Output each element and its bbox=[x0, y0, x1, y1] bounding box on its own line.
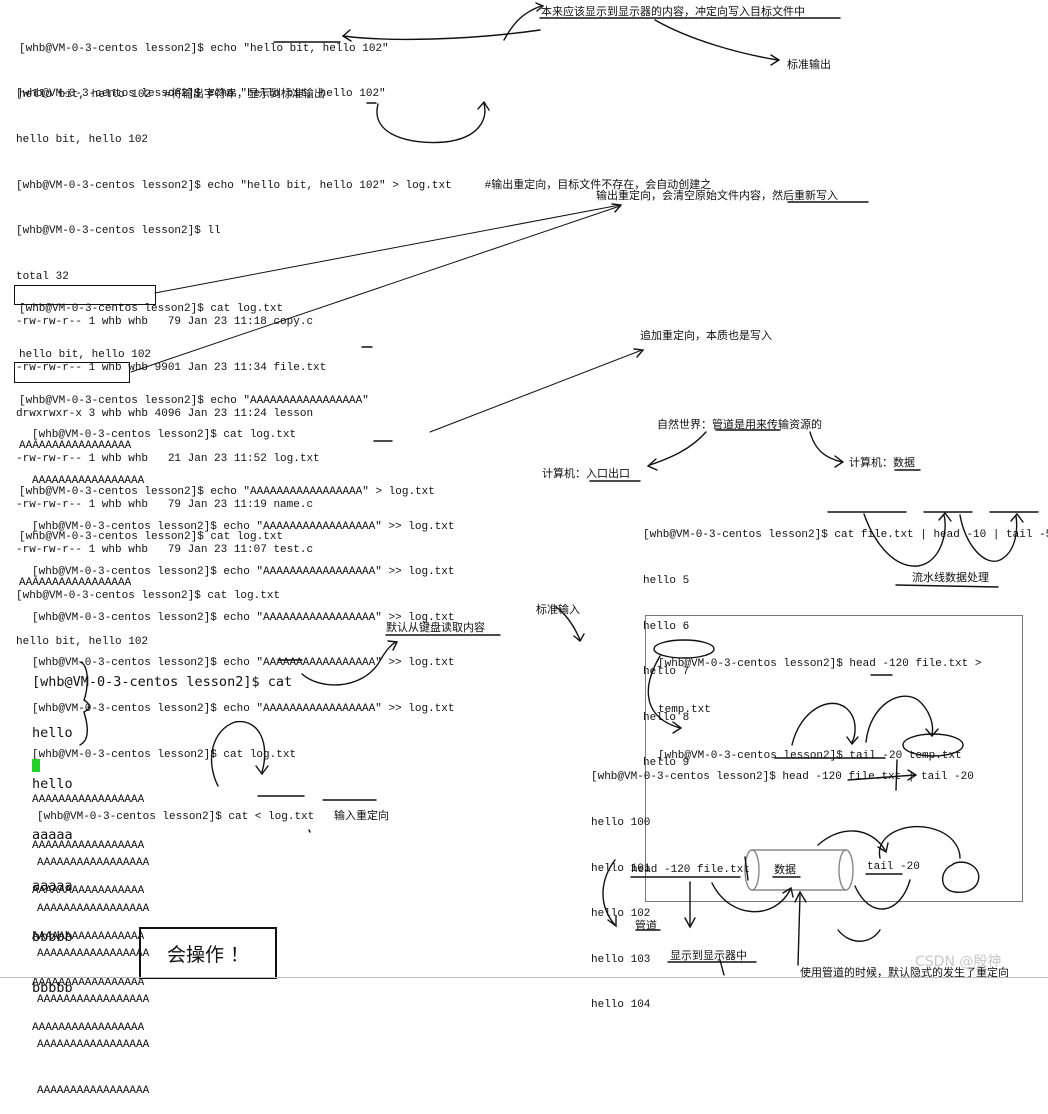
terminal-line: [whb@VM-0-3-centos lesson2]$ cat file.tx… bbox=[643, 529, 1048, 542]
note-pipe-label: 管道 bbox=[635, 919, 657, 932]
terminal-line: hello bbox=[32, 725, 73, 741]
terminal-line: [whb@VM-0-3-centos lesson2]$ echo "AAAAA… bbox=[19, 485, 435, 498]
terminal-line: [whb@VM-0-3-centos lesson2]$ ll bbox=[16, 225, 221, 238]
terminal-line: hello bit, hello 102 bbox=[16, 635, 149, 648]
terminal-line: total 32 bbox=[16, 270, 69, 283]
ink-stroke bbox=[809, 431, 843, 463]
terminal-line: [whb@VM-0-3-centos lesson2]$ echo "AAAAA… bbox=[19, 394, 369, 407]
terminal-line: [whb@VM-0-3-centos lesson2]$ echo "hello… bbox=[19, 43, 389, 56]
note-stdout: 标准输出 bbox=[787, 58, 831, 71]
terminal-line: AAAAAAAAAAAAAAAAA bbox=[32, 885, 145, 898]
terminal-line: [whb@VM-0-3-centos lesson2]$ head -120 f… bbox=[591, 771, 974, 784]
highlight-box-hello bbox=[14, 285, 156, 305]
terminal-line: [whb@VM-0-3-centos lesson2]$ cat log.txt bbox=[16, 589, 281, 602]
ink-stroke bbox=[770, 54, 781, 66]
terminal-line: [whb@VM-0-3-centos lesson2]$ echo "hello… bbox=[16, 88, 386, 101]
terminal-line: [whb@VM-0-3-centos lesson2]$ cat log.txt bbox=[32, 429, 297, 442]
terminal-line: hello bit, hello 102 bbox=[19, 349, 152, 361]
terminal-line: hello bit, hello 102 bbox=[16, 134, 149, 146]
note-keyboard: 默认从键盘读取内容 bbox=[386, 621, 485, 634]
note-computer-data: 计算机：数据 bbox=[849, 456, 915, 469]
terminal-line: [whb@VM-0-3-centos lesson2]$ echo "hello… bbox=[16, 179, 712, 192]
ink-stroke bbox=[834, 455, 845, 468]
note-display-should: 本来应该显示到显示器的内容，冲定向写入目标文件中 bbox=[541, 5, 805, 18]
terminal-line: [whb@VM-0-3-centos lesson2]$ echo "AAAAA… bbox=[32, 520, 455, 533]
terminal-line: hello bit, hello 102 #将输出字符串，显示到标准输出 bbox=[19, 89, 325, 101]
terminal-line: AAAAAAAAAAAAAAAAA bbox=[19, 440, 132, 453]
note-display: 显示到显示器中 bbox=[670, 949, 747, 962]
can-operate-label: 会操作 ！ bbox=[139, 927, 277, 979]
note-implicit-redirect: 使用管道的时候，默认隐式的发生了重定向 bbox=[800, 966, 1009, 979]
terminal-line: hello 5 bbox=[643, 575, 690, 587]
terminal-line: hello 104 bbox=[591, 999, 651, 1012]
terminal-line: AAAAAAAAAAAAAAAAA bbox=[37, 948, 150, 961]
terminal-line: AAAAAAAAAAAAAAAAA bbox=[32, 930, 145, 943]
terminal-line: [whb@VM-0-3-centos lesson2]$ cat bbox=[32, 674, 293, 690]
terminal-line: [whb@VM-0-3-centos lesson2]$ echo "AAAAA… bbox=[32, 611, 455, 624]
terminal-line: [whb@VM-0-3-centos lesson2]$ head -120 f… bbox=[658, 658, 982, 671]
terminal-line: AAAAAAAAAAAAAAAAA bbox=[37, 857, 150, 869]
terminal-block-echo: [whb@VM-0-3-centos lesson2]$ echo "hello… bbox=[19, 12, 389, 118]
note-stdin: 标准输入 bbox=[536, 603, 580, 616]
terminal-line: AAAAAAAAAAAAAAAAA bbox=[37, 902, 150, 915]
terminal-line: drwxrwxr-x 3 whb whb 4096 Jan 23 11:24 l… bbox=[16, 407, 314, 420]
ink-stroke bbox=[654, 19, 779, 61]
terminal-line: -rw-rw-r-- 1 whb whb 79 Jan 23 11:07 tes… bbox=[16, 544, 314, 557]
note-diagram-left: head -120 file.txt bbox=[631, 864, 750, 876]
csdn-watermark: CSDN @殷神 bbox=[915, 954, 1002, 970]
terminal-line: AAAAAAAAAAAAAAAAA bbox=[32, 475, 145, 487]
terminal-line: [whb@VM-0-3-centos lesson2]$ cat < log.t… bbox=[37, 811, 390, 824]
terminal-line: AAAAAAAAAAAAAAAAA bbox=[37, 993, 150, 1006]
terminal-line: [whb@VM-0-3-centos lesson2]$ cat log.txt bbox=[19, 531, 284, 544]
terminal-line: [whb@VM-0-3-centos lesson2]$ echo "AAAAA… bbox=[32, 702, 455, 715]
terminal-cursor bbox=[32, 759, 40, 772]
terminal-line: AAAAAAAAAAAAAAAAA bbox=[37, 1039, 150, 1052]
note-computer-io: 计算机：入口出口 bbox=[542, 467, 630, 480]
terminal-line: aaaaa bbox=[32, 827, 73, 843]
note-pipeline: 流水线数据处理 bbox=[912, 571, 989, 584]
highlight-box-aaaa bbox=[14, 362, 130, 383]
note-append: 追加重定向，本质也是写入 bbox=[640, 329, 772, 342]
terminal-line: AAAAAAAAAAAAAAAAA bbox=[37, 1084, 150, 1097]
note-clear-rewrite: 输出重定向，会清空原始文件内容，然后重新写入 bbox=[596, 189, 838, 202]
terminal-line: AAAAAAAAAAAAAAAAA bbox=[32, 794, 145, 807]
terminal-line: hello 100 bbox=[591, 817, 651, 829]
terminal-line: bbbbb bbox=[32, 929, 73, 945]
terminal-line: hello 9 bbox=[643, 757, 690, 770]
note-diagram-data: 数据 bbox=[774, 863, 796, 876]
note-nature-pipe: 自然世界：管道是用来传输资源的 bbox=[657, 418, 822, 431]
terminal-line: hello 103 bbox=[591, 953, 651, 966]
terminal-line: AAAAAAAAAAAAAAAAA bbox=[32, 839, 145, 852]
note-diagram-right: tail -20 bbox=[867, 861, 920, 873]
terminal-line: hello 6 bbox=[643, 620, 690, 633]
terminal-line: aaaaa bbox=[32, 878, 73, 894]
terminal-line: -rw-rw-r-- 1 whb whb 21 Jan 23 11:52 log… bbox=[16, 453, 320, 466]
terminal-line: [whb@VM-0-3-centos lesson2]$ echo "AAAAA… bbox=[32, 566, 455, 579]
terminal-block-head-tail: [whb@VM-0-3-centos lesson2]$ head -120 f… bbox=[591, 740, 974, 1029]
bottom-divider bbox=[0, 977, 1048, 978]
terminal-line: -rw-rw-r-- 1 whb whb 79 Jan 23 11:19 nam… bbox=[16, 498, 314, 511]
ink-stroke bbox=[503, 5, 542, 41]
terminal-line: AAAAAAAAAAAAAAAAA bbox=[19, 576, 132, 589]
terminal-block-cat-stdin: [whb@VM-0-3-centos lesson2]$ cat hello h… bbox=[32, 640, 292, 1014]
pipe-demo-frame bbox=[645, 615, 1023, 902]
terminal-line: temp.txt bbox=[658, 704, 711, 716]
terminal-line: hello bbox=[32, 776, 73, 792]
